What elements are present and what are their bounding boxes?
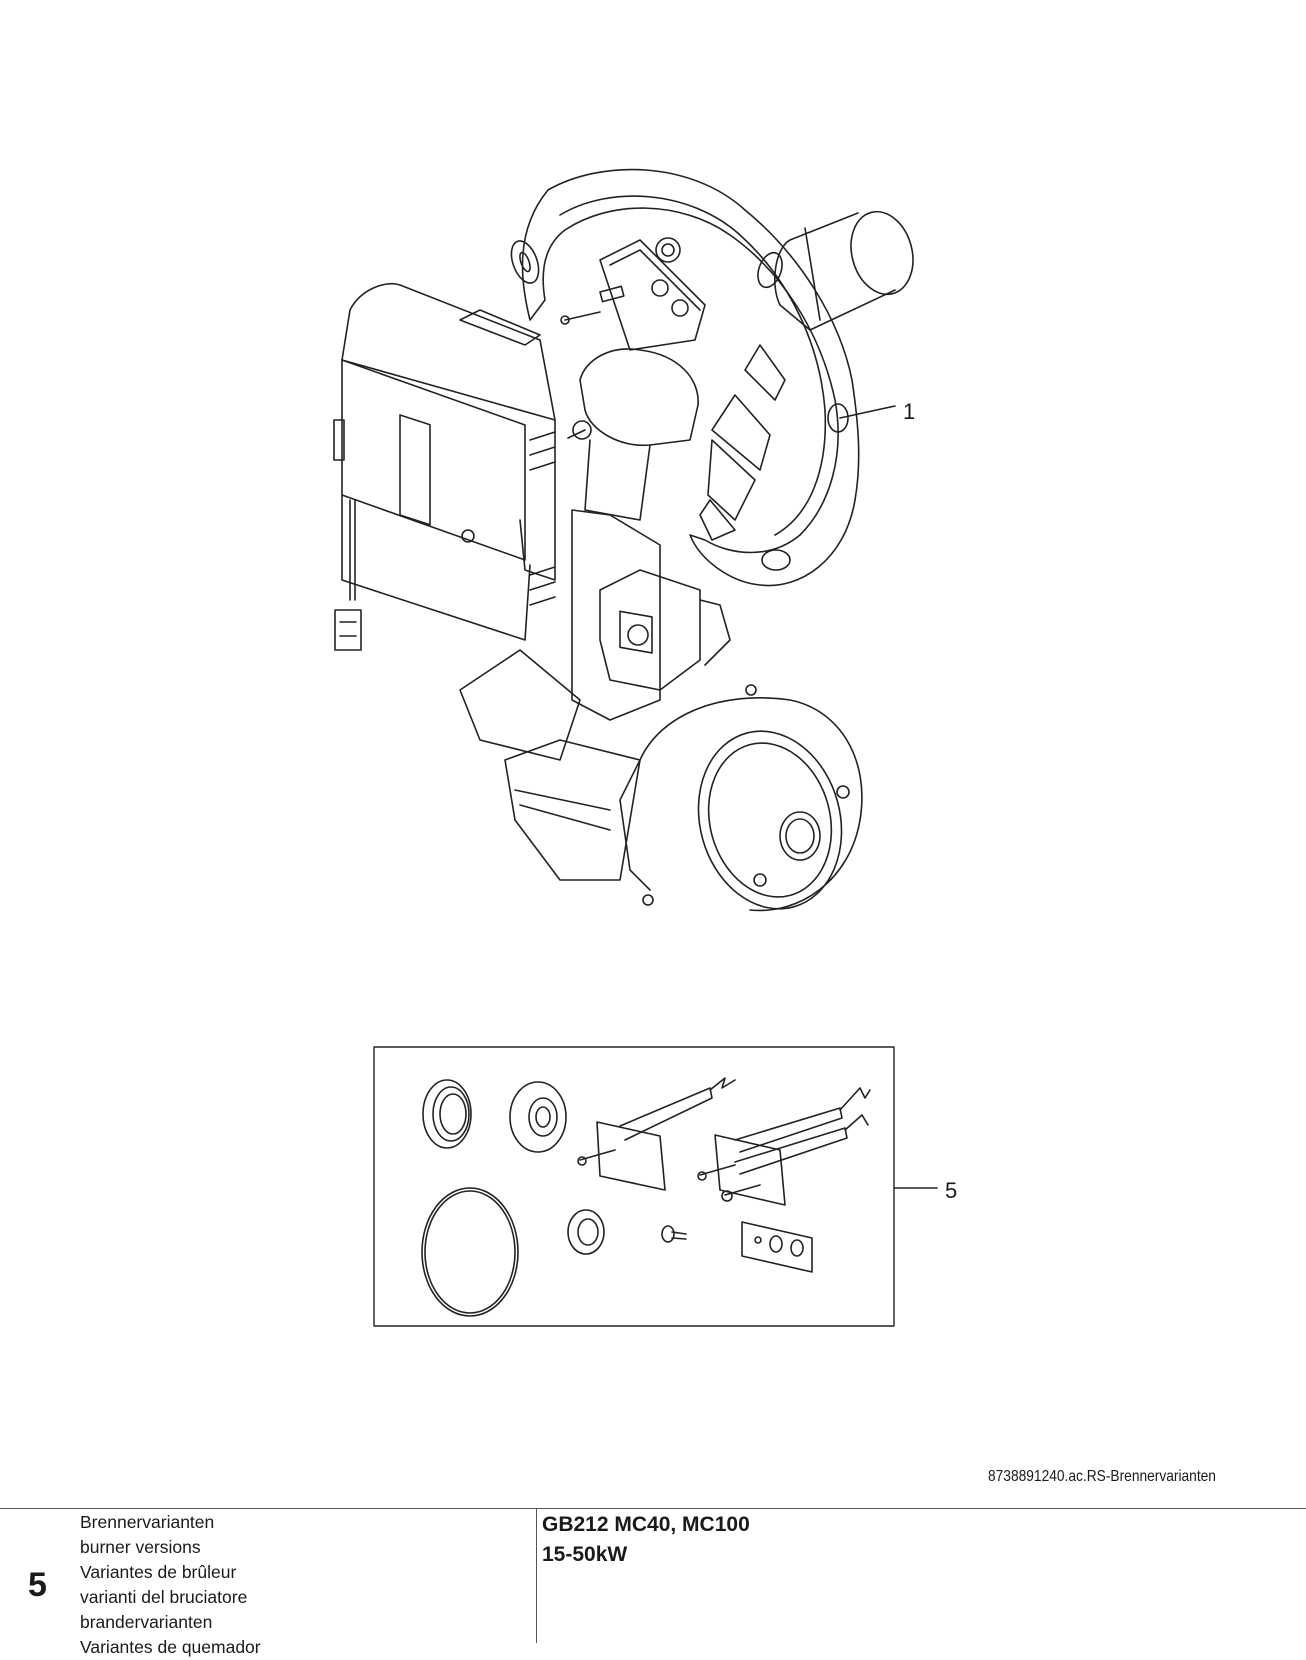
kit-electrode-gasket [742, 1222, 812, 1272]
section-title-it: varianti del bruciatore [80, 1587, 248, 1607]
ignition-housing [568, 349, 698, 520]
kit-single-electrode [578, 1078, 735, 1190]
drawing-reference-number: 8738891240.ac.RS-Brennervarianten [988, 1468, 1216, 1485]
section-title-list: Brennervarianten burner versions Variant… [80, 1510, 261, 1660]
model-name: GB212 MC40, MC100 [542, 1513, 750, 1536]
footer-divider [0, 1508, 1306, 1509]
section-title-en: burner versions [80, 1537, 201, 1557]
solenoid-valve [572, 510, 730, 720]
control-unit [334, 284, 555, 650]
section-title-es: Variantes de quemador [80, 1637, 261, 1657]
callout-label-1: 1 [903, 399, 916, 424]
electrode-assembly [561, 238, 705, 350]
power-range: 15-50kW [542, 1543, 628, 1566]
callout-label-5: 5 [945, 1178, 958, 1203]
section-number: 5 [28, 1566, 47, 1604]
kit-double-electrode [698, 1088, 870, 1205]
footer-column-divider [536, 1508, 537, 1643]
kit-bearing-flange [510, 1082, 566, 1152]
section-title-de: Brennervarianten [80, 1512, 215, 1532]
kit-o-ring [422, 1188, 518, 1316]
spare-parts-kit-frame [374, 1047, 894, 1326]
blast-tube [775, 205, 922, 330]
section-title-nl: brandervarianten [80, 1612, 213, 1632]
fan-motor-housing [460, 650, 862, 925]
section-title-fr: Variantes de brûleur [80, 1562, 237, 1582]
kit-washer [568, 1210, 604, 1254]
kit-screw [662, 1226, 686, 1242]
kit-seal-ring [423, 1080, 471, 1148]
burner-flange-plate [506, 170, 895, 586]
model-block: GB212 MC40, MC100 15-50kW [542, 1510, 750, 1570]
